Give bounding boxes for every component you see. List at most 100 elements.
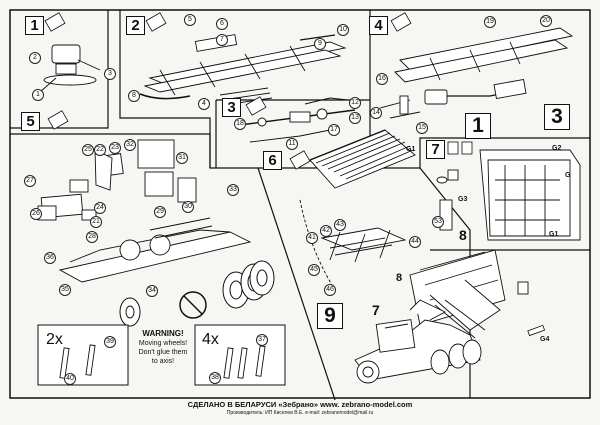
callout-22: 22 — [94, 144, 106, 156]
callout-46: 46 — [324, 284, 336, 296]
step-5-label: 5 — [21, 112, 40, 131]
glue-icon-3 — [245, 96, 267, 116]
panel-5-top — [10, 133, 211, 168]
part-g4 — [527, 324, 546, 337]
sub-label-8: 8 — [459, 227, 467, 243]
cargo-box-7 — [436, 149, 581, 241]
callout-25: 25 — [82, 144, 94, 156]
callout-9: 9 — [314, 38, 326, 50]
rear-wheels-5 — [119, 260, 275, 327]
callout-53: 53 — [432, 216, 444, 228]
chassis-frame-2 — [139, 34, 347, 106]
engine-block — [51, 44, 81, 64]
callout-45: 45 — [308, 264, 320, 276]
callout-21: 21 — [90, 216, 102, 228]
rear-axle-3 — [239, 97, 356, 143]
callout-32: 32 — [124, 139, 136, 151]
callout-7: 7 — [216, 34, 228, 46]
inset-label-3: 3 — [544, 104, 570, 130]
callout-15: 15 — [416, 122, 428, 134]
footer: СДЕЛАНО В БЕЛАРУСИ «Зебрано» www. zebran… — [0, 400, 600, 416]
finished-truck-9 — [354, 299, 482, 384]
warning-line-1: Moving wheels! — [138, 340, 188, 347]
step-6-label: 6 — [263, 151, 282, 170]
callout-43: 43 — [334, 219, 346, 231]
tool-icons — [44, 12, 473, 170]
callout-41: 41 — [306, 232, 318, 244]
callout-17: 17 — [328, 124, 340, 136]
callout-37: 37 — [256, 334, 268, 346]
callout-12: 12 — [349, 97, 361, 109]
step-2-label: 2 — [126, 16, 145, 35]
part-tag-g1: G1 — [406, 146, 416, 153]
callout-23: 23 — [109, 142, 121, 154]
callout-11: 11 — [286, 138, 298, 150]
truck-chassis-5 — [37, 139, 252, 283]
part-tag-g1b: G1 — [549, 231, 559, 238]
step-1-label: 1 — [25, 16, 44, 35]
footer-manufacturer: Производитель: ИП Киселев В.Е. e-mail: z… — [226, 410, 374, 416]
engine-4 — [424, 89, 448, 105]
glue-icon-5 — [47, 110, 69, 130]
warning-line-2: Don't glue them — [138, 349, 188, 356]
warning-note: WARNING! Moving wheels! Don't glue them … — [128, 329, 198, 366]
warning-line-3: to axis! — [151, 358, 175, 365]
callout-14: 14 — [370, 107, 382, 119]
callout-18: 18 — [234, 118, 246, 130]
callout-44: 44 — [409, 236, 421, 248]
callout-20: 20 — [540, 15, 552, 27]
callout-40: 40 — [64, 373, 76, 385]
step-7-label: 7 — [426, 140, 445, 159]
sub-label-8b: 8 — [396, 272, 403, 284]
glue-icon-6 — [289, 150, 311, 170]
callout-24: 24 — [94, 202, 106, 214]
glue-icon-2 — [145, 12, 167, 32]
multiplier-2x: 2x — [46, 331, 63, 348]
part-tag-g: G — [565, 172, 571, 179]
sub-label-7: 7 — [372, 302, 380, 318]
callout-39: 39 — [104, 336, 116, 348]
callout-36: 36 — [44, 252, 56, 264]
prohibition-icon — [179, 291, 207, 319]
inset-label-1: 1 — [465, 113, 491, 139]
diagonal-divider-6 — [257, 167, 336, 401]
callout-38: 38 — [209, 372, 221, 384]
multiplier-4x: 4x — [202, 331, 219, 348]
sheet-frame — [9, 9, 591, 399]
glue-icon-1 — [44, 12, 66, 32]
step-4-label: 4 — [369, 16, 388, 35]
panel-4-bottom — [370, 137, 590, 169]
step-9-label: 9 — [317, 303, 343, 329]
callout-3: 3 — [104, 68, 116, 80]
part-tag-g4: G4 — [540, 336, 550, 343]
warning-title: WARNING! — [142, 329, 184, 338]
callout-31: 31 — [176, 152, 188, 164]
part-tag-g2: G2 — [552, 145, 562, 152]
callout-13: 13 — [349, 112, 361, 124]
engine-leaders — [39, 59, 101, 93]
callout-42: 42 — [320, 225, 332, 237]
panel-1-frame — [10, 10, 109, 129]
glue-icon-4 — [390, 12, 412, 32]
axle-pins — [59, 344, 266, 379]
cab-back-panel — [137, 139, 175, 169]
step-3-label: 3 — [222, 98, 241, 117]
footer-made-in: СДЕЛАНО В БЕЛАРУСИ «Зебрано» www. zebran… — [187, 400, 413, 409]
engine-mount — [43, 74, 97, 86]
callout-6: 6 — [216, 18, 228, 30]
cargo-bed-6 — [299, 129, 416, 291]
flag-icon — [447, 169, 459, 181]
callout-27: 27 — [24, 175, 36, 187]
rear-chassis-4 — [379, 27, 574, 119]
callout-5: 5 — [184, 14, 196, 26]
callout-35: 35 — [59, 284, 71, 296]
callout-30: 30 — [182, 201, 194, 213]
part-tag-g3: G3 — [458, 196, 468, 203]
callout-4: 4 — [198, 98, 210, 110]
callout-34: 34 — [146, 285, 158, 297]
callout-8: 8 — [128, 90, 140, 102]
engine-oil-pan — [55, 63, 77, 75]
callout-10: 10 — [337, 24, 349, 36]
